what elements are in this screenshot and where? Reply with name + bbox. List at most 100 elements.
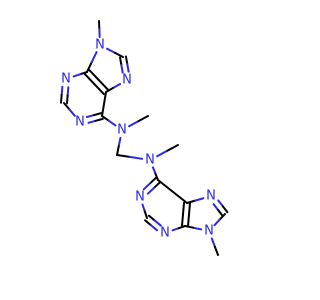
bond-segment bbox=[142, 182, 151, 191]
bond-segment bbox=[72, 73, 82, 78]
bond-c6a-namA bbox=[101, 115, 117, 127]
bond-segment bbox=[210, 237, 216, 248]
atom-label-namA: N bbox=[117, 123, 127, 138]
bond-namB-c6b bbox=[151, 166, 159, 181]
bond-segment bbox=[166, 144, 179, 152]
bond-segment bbox=[137, 115, 149, 123]
bond-n9b-c4b bbox=[184, 225, 203, 231]
bond-n9b-me2 bbox=[210, 237, 219, 256]
atom-label-n1b: N bbox=[135, 190, 145, 205]
bond-segment bbox=[126, 63, 130, 73]
bond-namA-meA bbox=[128, 115, 149, 128]
bond-n7a-c5a bbox=[105, 82, 122, 93]
bond-n9a-c8a bbox=[106, 47, 124, 58]
bond-segment bbox=[156, 149, 169, 158]
bond-segment bbox=[63, 102, 71, 111]
bond-segment bbox=[116, 154, 131, 158]
bond-segment bbox=[181, 213, 185, 227]
bond-segment bbox=[213, 245, 219, 256]
bond-c6b-n1b bbox=[142, 176, 162, 195]
bond-segment bbox=[119, 56, 123, 67]
bond-segment bbox=[88, 68, 100, 81]
bond-me1-n9a bbox=[98, 20, 101, 39]
bond-segment bbox=[101, 103, 105, 117]
bond-namA-ch2 bbox=[116, 136, 122, 156]
bond-segment bbox=[171, 190, 188, 204]
bond-segment bbox=[60, 85, 64, 96]
bond-segment bbox=[116, 145, 120, 156]
bond-segment bbox=[128, 120, 140, 128]
bond-segment bbox=[93, 83, 105, 96]
bond-c5a-c4a bbox=[83, 68, 110, 96]
bond-segment bbox=[83, 73, 96, 86]
bond-segment bbox=[186, 199, 197, 204]
bond-segment bbox=[151, 166, 157, 175]
bond-segment bbox=[184, 225, 195, 229]
bond-segment bbox=[79, 71, 88, 76]
bond-n3a-c2a bbox=[60, 85, 70, 105]
bond-segment bbox=[146, 186, 155, 195]
bond-c6a-c5a bbox=[101, 91, 107, 117]
bond-segment bbox=[144, 219, 153, 227]
bond-segment bbox=[117, 136, 122, 148]
bond-n7b-c8b bbox=[212, 199, 229, 217]
bond-segment bbox=[143, 210, 148, 219]
bond-c4a-n9a bbox=[86, 51, 98, 73]
bond-segment bbox=[186, 213, 190, 228]
bond-segment bbox=[97, 78, 110, 91]
bond-segment bbox=[221, 205, 229, 214]
bond-segment bbox=[152, 181, 162, 189]
bond-segment bbox=[65, 94, 69, 105]
bond-c2b-n3b bbox=[144, 214, 162, 232]
bond-segment bbox=[66, 86, 70, 97]
atom-label-n9a: N bbox=[95, 38, 105, 53]
atom-label-n9b: N bbox=[204, 224, 214, 239]
bond-segment bbox=[107, 119, 117, 127]
bond-segment bbox=[147, 214, 156, 222]
bond-n3b-c4b bbox=[171, 225, 186, 232]
bond-segment bbox=[85, 114, 96, 119]
bond-segment bbox=[68, 108, 76, 117]
bond-segment bbox=[86, 61, 93, 73]
bond-segment bbox=[157, 179, 174, 193]
bond-segment bbox=[87, 119, 97, 124]
bond-segment bbox=[217, 208, 224, 217]
bond-c5b-n7b bbox=[186, 197, 205, 204]
bond-segment bbox=[171, 227, 180, 232]
bond-segment bbox=[154, 172, 159, 181]
atom-label-n7a: N bbox=[122, 73, 132, 88]
bond-segment bbox=[141, 203, 146, 213]
bond-segment bbox=[101, 115, 110, 122]
bond-segment bbox=[182, 201, 186, 216]
bond-n1a-c6a bbox=[85, 112, 104, 124]
atom-label-n3b: N bbox=[160, 226, 170, 241]
bond-segment bbox=[94, 117, 104, 122]
bond-c2a-n1a bbox=[63, 102, 76, 117]
bond-segment bbox=[124, 55, 129, 66]
atom-label-n1a: N bbox=[75, 115, 85, 130]
bond-segment bbox=[120, 64, 124, 74]
bond-segment bbox=[128, 155, 144, 160]
atom-label-n3a: N bbox=[61, 72, 71, 87]
bond-namB-meB bbox=[156, 144, 179, 158]
bond-segment bbox=[103, 91, 107, 105]
bond-n1b-c2b bbox=[141, 203, 148, 219]
bond-c5b-c6b bbox=[157, 179, 188, 204]
bond-ch2-namB bbox=[116, 154, 144, 160]
bond-segment bbox=[212, 203, 220, 211]
bond-segment bbox=[192, 226, 203, 231]
bond-c4b-c5b bbox=[181, 201, 191, 228]
bond-segment bbox=[150, 224, 158, 232]
bond-segment bbox=[106, 47, 117, 54]
bond-segment bbox=[177, 225, 186, 230]
atom-label-namB: N bbox=[145, 153, 155, 168]
bond-c4a-n3a bbox=[72, 71, 88, 78]
bond-segment bbox=[153, 219, 162, 227]
bond-c8b-n9b bbox=[213, 213, 226, 227]
bond-segment bbox=[90, 51, 98, 64]
bond-segment bbox=[187, 202, 191, 216]
bond-c8a-n7a bbox=[119, 55, 130, 74]
bond-segment bbox=[105, 86, 115, 93]
bond-segment bbox=[218, 213, 226, 221]
